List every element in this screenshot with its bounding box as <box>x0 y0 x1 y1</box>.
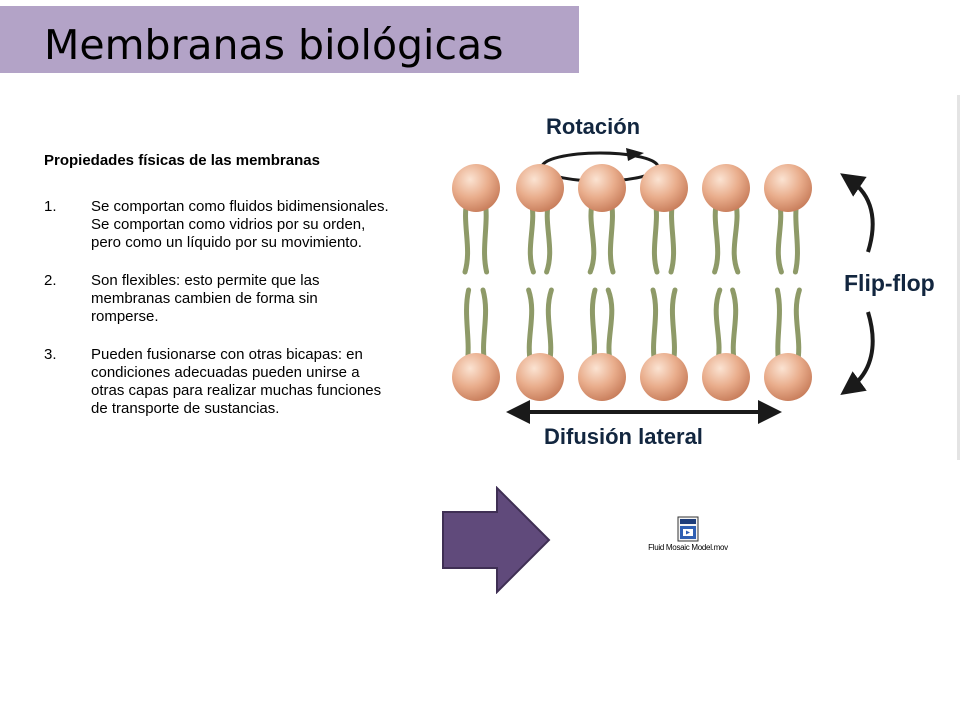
slide-title: Membranas biológicas <box>44 21 504 69</box>
lipid-tail <box>669 287 678 368</box>
lipid-tail <box>605 287 615 368</box>
bilayer-diagram: Rotación Flip-flop Difusión lateral <box>452 114 935 449</box>
lipid-tail <box>462 197 471 275</box>
list-number: 1. <box>44 198 57 215</box>
title-bar: Membranas biológicas <box>0 6 579 73</box>
flipflop-arrow-up <box>840 173 875 253</box>
lipid-tail <box>480 287 489 368</box>
right-arrow-icon[interactable] <box>441 486 553 594</box>
list-number: 3. <box>44 346 57 363</box>
lipid-head <box>452 164 500 212</box>
lipid-bilayer <box>452 164 812 401</box>
list-text: Se comportan como fluidos bidimensionale… <box>91 198 389 251</box>
lipid-tail <box>731 197 741 275</box>
flipflop-arrow-down <box>840 311 875 396</box>
lipid-head <box>578 164 626 212</box>
lipid-head <box>640 353 688 401</box>
rotation-arrowhead <box>626 148 644 161</box>
lipid-tail <box>793 287 802 368</box>
lateral-label: Difusión lateral <box>544 424 703 449</box>
lipid-head <box>516 353 564 401</box>
lipid-head <box>764 164 812 212</box>
movie-file-link[interactable]: Fluid Mosaic Model.mov <box>641 516 735 558</box>
flipflop-label: Flip-flop <box>844 270 935 296</box>
lipid-head <box>640 164 688 212</box>
properties-list: 1. Se comportan como fluidos bidimension… <box>44 198 389 418</box>
section-heading: Propiedades físicas de las membranas <box>44 152 320 169</box>
lipid-head <box>516 164 564 212</box>
lipid-head <box>702 164 750 212</box>
list-item: 3. Pueden fusionarse con otras bicapas: … <box>44 346 389 418</box>
lipid-tail <box>545 287 554 368</box>
lipid-head <box>702 353 750 401</box>
lipid-tail <box>587 197 597 275</box>
lipid-tail <box>650 287 659 368</box>
lipid-tail <box>607 197 616 275</box>
lipid-tail <box>712 197 721 275</box>
edge-strip <box>957 95 960 460</box>
movie-file-icon <box>677 516 699 542</box>
list-number: 2. <box>44 272 57 289</box>
list-item: 1. Se comportan como fluidos bidimension… <box>44 198 389 252</box>
rotation-label: Rotación <box>546 114 640 139</box>
list-text: Son flexibles: esto permite que las memb… <box>91 272 320 325</box>
lipid-tail <box>774 287 782 368</box>
lipid-head <box>578 353 626 401</box>
lipid-head <box>452 353 500 401</box>
lipid-tail <box>526 287 535 368</box>
list-item: 2. Son flexibles: esto permite que las m… <box>44 272 389 326</box>
list-text: Pueden fusionarse con otras bicapas: en … <box>91 346 382 417</box>
lipid-tail <box>589 287 598 368</box>
lipid-tail <box>713 287 723 368</box>
lipid-tail <box>730 287 739 368</box>
lipid-tail <box>482 197 490 275</box>
lipid-tail <box>792 197 800 275</box>
movie-file-label: Fluid Mosaic Model.mov <box>648 543 728 552</box>
lipid-tail <box>464 287 472 368</box>
lipid-head <box>764 353 812 401</box>
